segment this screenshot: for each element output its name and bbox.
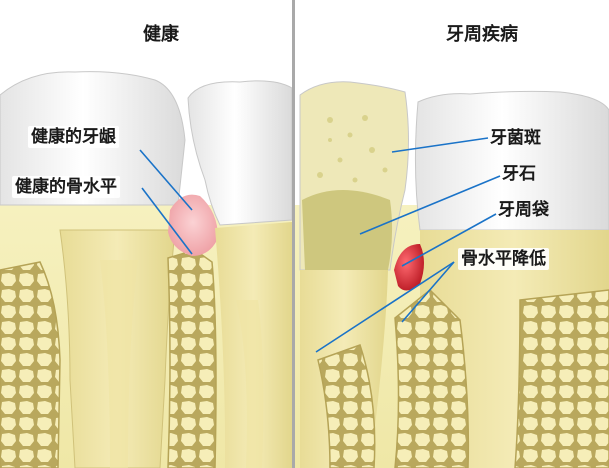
pointer-bone-loss-left (315, 261, 455, 353)
label-pocket: 牙周袋 (498, 200, 549, 220)
label-plaque: 牙菌斑 (490, 128, 541, 148)
pointer-pocket (401, 213, 497, 267)
label-calculus: 牙石 (502, 164, 536, 184)
pointer-healthy-bone (141, 187, 193, 255)
pointer-lines (139, 137, 501, 353)
disease-title: 牙周疾病 (446, 24, 518, 45)
healthy-title: 健康 (143, 24, 179, 45)
healthy-panel-art (0, 71, 293, 468)
label-healthy-gum: 健康的牙龈 (28, 126, 119, 148)
disease-panel-art (295, 81, 609, 468)
pointer-bone-loss-right (401, 261, 455, 323)
label-bone-loss: 骨水平降低 (458, 248, 549, 270)
label-healthy-bone: 健康的骨水平 (12, 176, 120, 198)
panel-divider (292, 0, 295, 468)
pointer-calculus (359, 175, 501, 235)
pointer-healthy-gum (139, 149, 193, 211)
pointer-plaque (391, 137, 489, 153)
